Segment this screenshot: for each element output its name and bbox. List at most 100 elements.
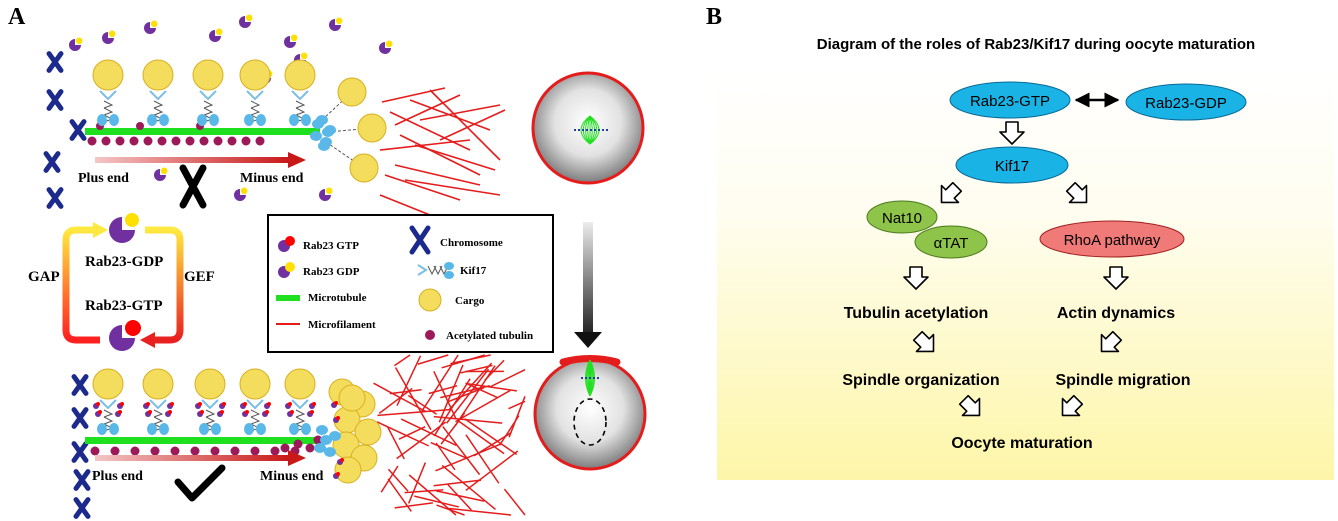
chromosome-icon — [46, 187, 64, 209]
cycle-gdp-label: Rab23-GDP — [85, 254, 163, 270]
chromosome-icon — [69, 119, 87, 141]
transition-arrow — [574, 222, 602, 348]
acetylated-tubulin-dot — [199, 136, 209, 146]
microfilament — [433, 371, 457, 420]
microfilament — [394, 354, 411, 367]
node-nat10: Nat10 — [866, 200, 938, 234]
actin-dynamics-text: Actin dynamics — [1057, 305, 1175, 322]
node-atat-label: αTAT — [934, 235, 969, 252]
oocyte-top — [531, 71, 645, 185]
microfilament — [433, 479, 482, 487]
acetylated-tubulin-dot — [255, 136, 265, 146]
rab23-gtp-cap — [336, 416, 340, 420]
acetylated-tubulin-dot — [150, 446, 160, 456]
microfilament — [389, 111, 471, 151]
microfilament — [376, 421, 430, 447]
kif17-motor-head — [329, 431, 341, 441]
acetylated-tubulin-dot — [241, 136, 251, 146]
gap-label: GAP — [28, 269, 60, 285]
panel-b-background — [717, 70, 1334, 480]
microfilament — [439, 109, 506, 141]
cross-icon — [179, 164, 207, 209]
kif17-cargo-complex — [194, 368, 226, 435]
bottom-microtubule — [85, 437, 320, 444]
node-atat: αTAT — [914, 225, 988, 259]
acetylated-tubulin-dot — [143, 136, 153, 146]
flow-arrow — [1100, 330, 1123, 353]
kif17-motor-head — [314, 443, 326, 453]
kif17-cargo-complex — [92, 368, 124, 435]
microfilament — [387, 478, 412, 512]
nucleus-outline — [573, 398, 607, 446]
kif17-cargo-complex — [316, 77, 367, 125]
bottom-microtubule-assembly — [85, 368, 382, 484]
microfilament — [440, 384, 491, 399]
legend-kif17-icon — [417, 262, 454, 279]
microfilament — [455, 389, 511, 423]
microfilament — [484, 359, 505, 382]
microfilament — [379, 139, 471, 151]
microfilament — [419, 104, 501, 121]
acetylated-tubulin-dot — [110, 446, 120, 456]
kif17-motor-head — [318, 141, 330, 151]
microfilament — [414, 144, 496, 171]
rab23-gdp-icon — [154, 167, 168, 181]
microfilament — [456, 419, 505, 455]
microfilament — [433, 415, 503, 424]
top-acetylated-tubulin-group — [87, 122, 265, 146]
kif17-cargo-complex — [142, 59, 174, 126]
kif17-cargo-complex — [284, 368, 316, 435]
bottom-direction-arrow — [95, 450, 306, 466]
flow-arrow — [958, 394, 981, 417]
flow-arrow — [1065, 181, 1088, 204]
microfilament — [398, 426, 426, 440]
acetylated-tubulin-dot — [210, 446, 220, 456]
acetylated-tubulin-dot — [101, 136, 111, 146]
acetylated-tubulin-dot — [313, 435, 323, 445]
bottom-minus-end-label: Minus end — [260, 469, 324, 484]
legend-chromosome-icon — [409, 225, 431, 255]
kif17-motor-head — [310, 131, 322, 141]
chromosome-group — [43, 51, 91, 519]
microfilament — [490, 368, 526, 388]
rab23-gdp-icon — [144, 20, 158, 34]
microfilament — [436, 490, 485, 502]
microfilament — [404, 179, 501, 196]
microfilament — [441, 354, 485, 369]
microfilament — [465, 382, 499, 399]
legend-rab23-gtp-icon — [278, 236, 295, 252]
kif17-motor-head — [324, 447, 336, 457]
microfilament — [394, 94, 461, 126]
microfilament — [407, 462, 427, 504]
panel-a-letter: A — [8, 4, 26, 30]
bottom-kif17-cargo-group — [92, 368, 316, 435]
microfilament — [435, 442, 456, 471]
legend-microtubule-label: Microtubule — [308, 292, 367, 304]
chromosome-icon — [71, 407, 89, 429]
spindle-organization-text: Spindle organization — [842, 372, 999, 389]
kif17-cargo-complex — [92, 59, 124, 126]
top-kif17-cargo-group — [92, 59, 387, 183]
legend-microtubule-swatch — [276, 295, 300, 301]
top-microtubule-assembly — [85, 59, 387, 183]
rab23-gtp-cap — [336, 472, 340, 476]
node-rhoa-label: RhoA pathway — [1064, 232, 1161, 249]
top-direction-arrow — [95, 152, 306, 168]
gef-label: GEF — [184, 269, 215, 285]
acetylated-tubulin-dot — [293, 439, 303, 449]
spindle-top-icon — [572, 115, 608, 145]
acetylated-tubulin-dot — [213, 136, 223, 146]
acetylated-tubulin-dot — [190, 446, 200, 456]
microfilament — [378, 387, 413, 414]
rab23-gdp-icon — [102, 30, 116, 44]
kif17-cargo-complex — [239, 59, 271, 126]
kif17-motor-head — [324, 125, 336, 135]
microfilament — [389, 389, 422, 395]
microfilament — [414, 495, 459, 508]
cycle-rab23-gdp-icon — [109, 213, 139, 243]
bottom-acetylated-tubulin-group — [90, 435, 323, 456]
node-rab23-gtp-label: Rab23-GTP — [970, 93, 1050, 110]
microfilament — [503, 488, 526, 516]
rab23-cycle: Rab23-GDP Rab23-GTP GAP GEF — [28, 213, 215, 351]
microfilament — [377, 408, 450, 417]
